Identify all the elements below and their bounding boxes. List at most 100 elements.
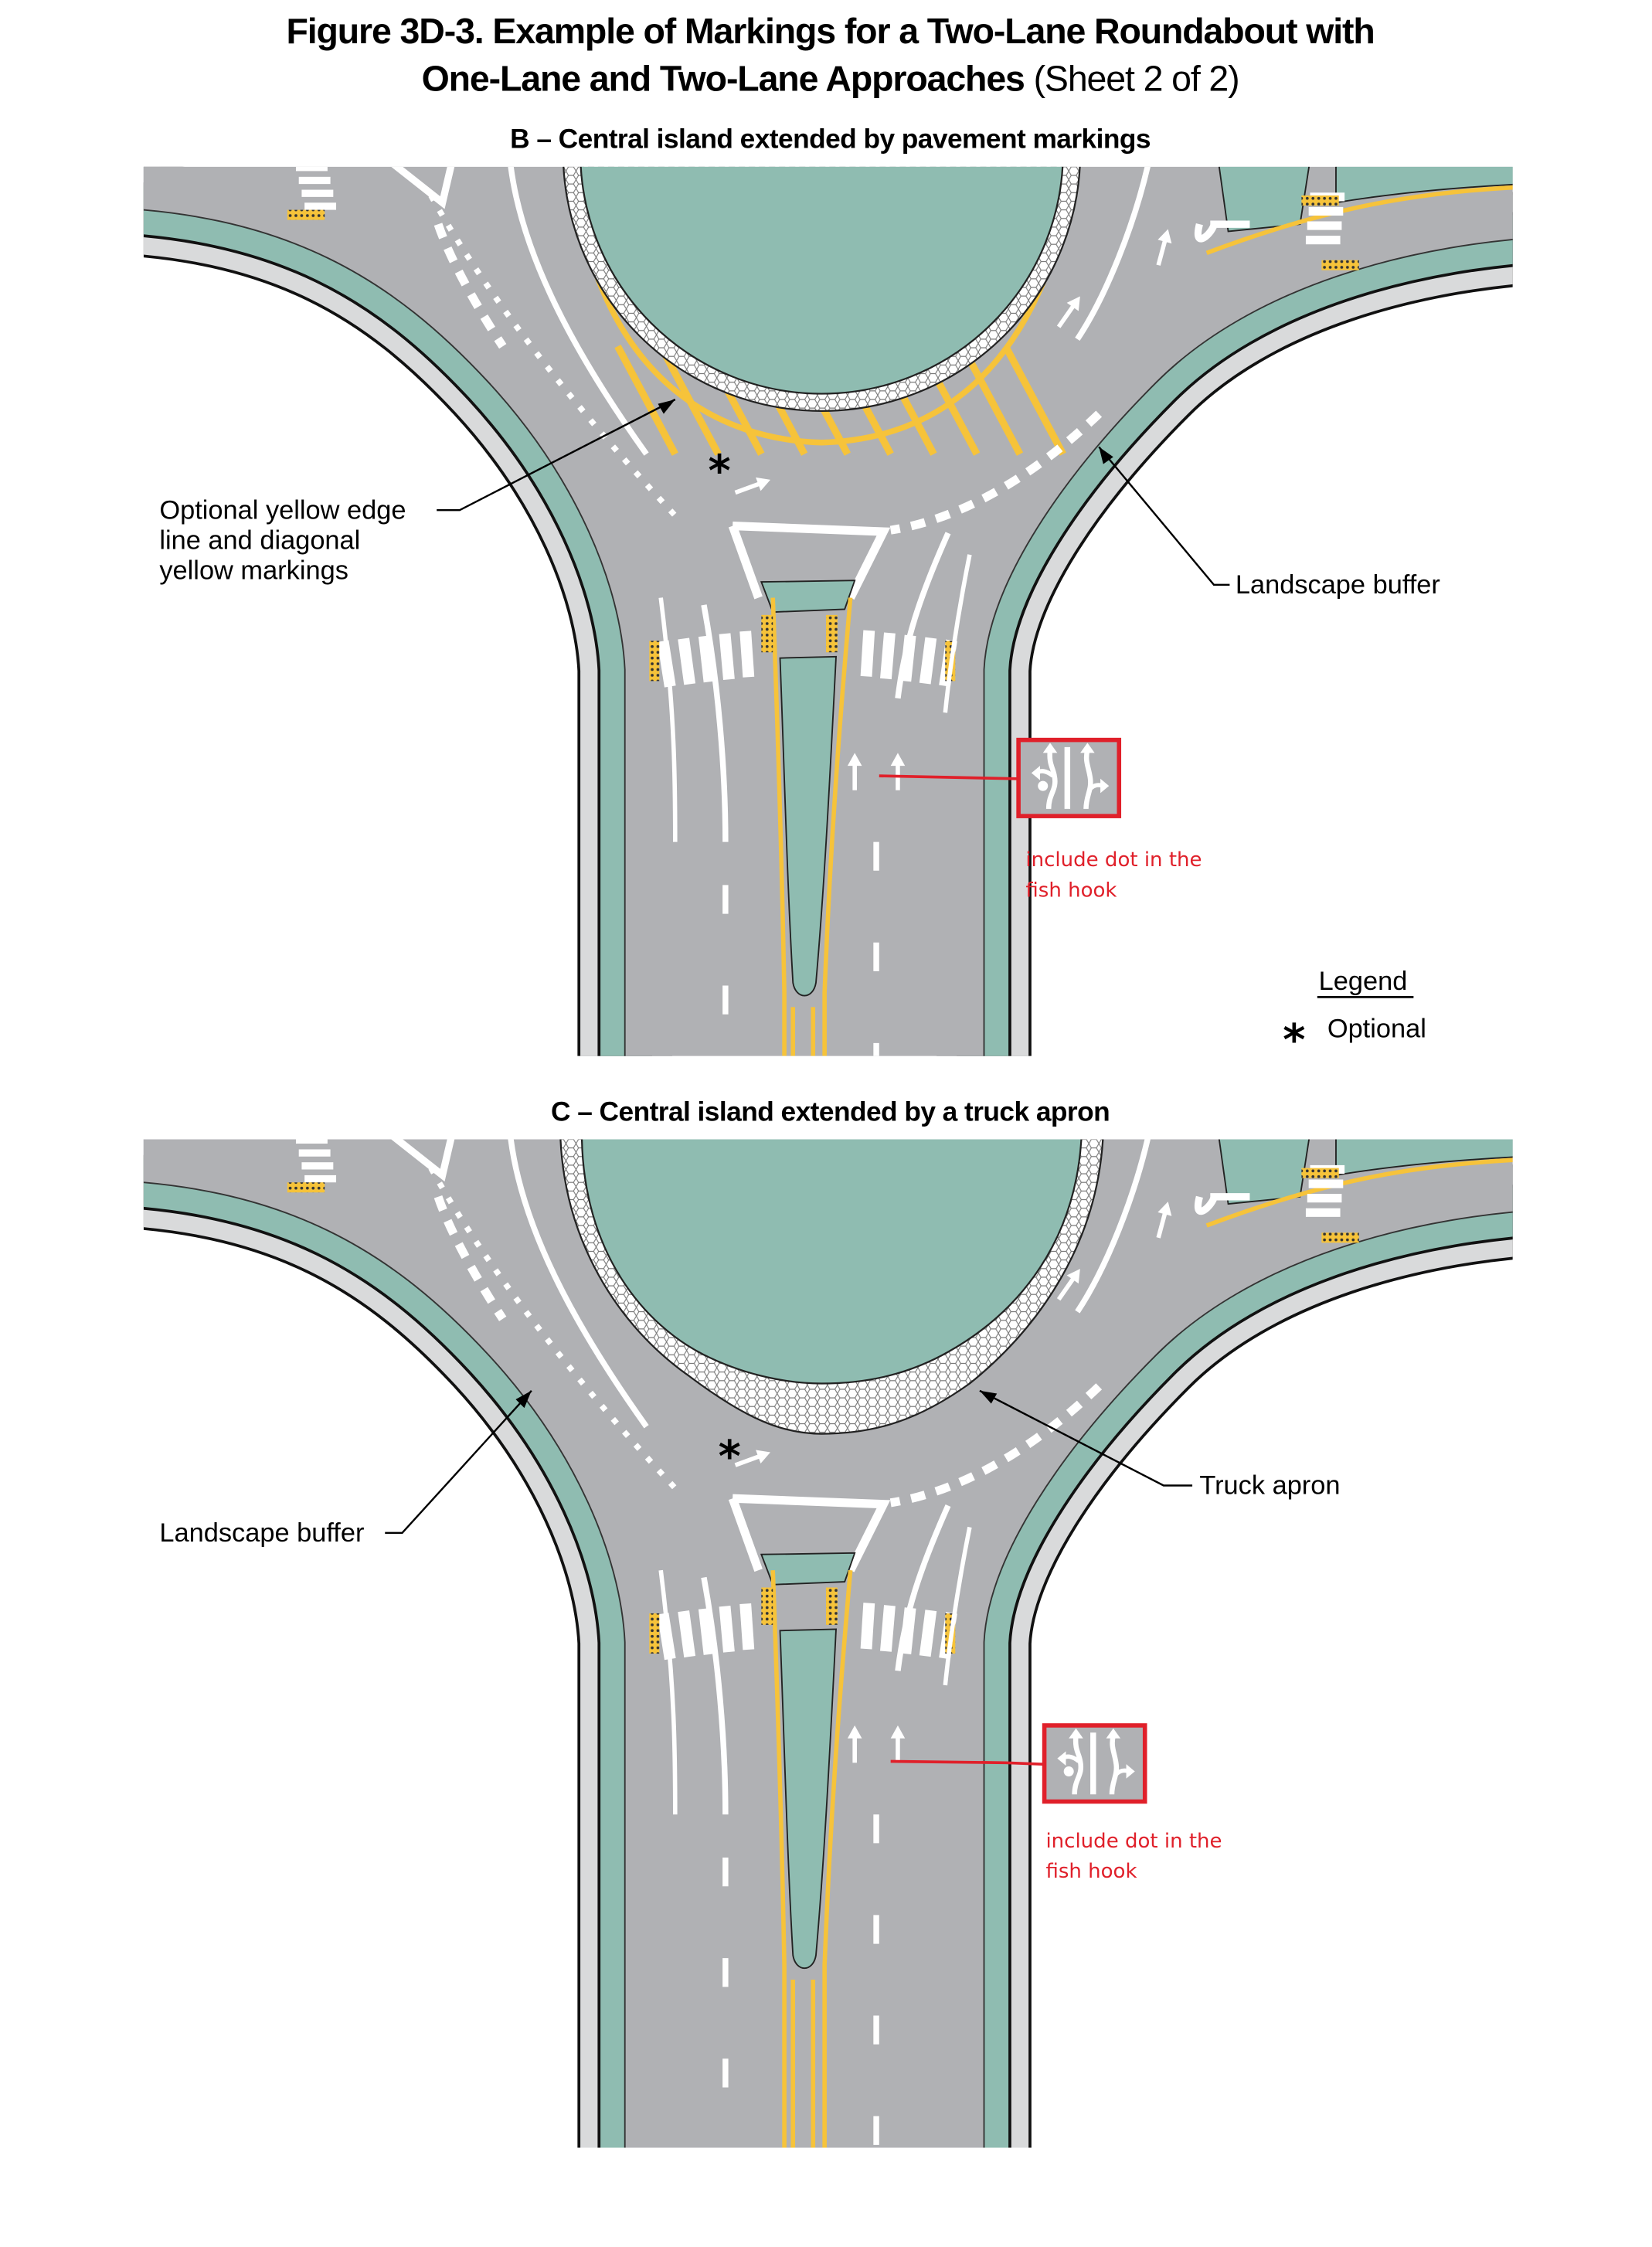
lane-line-north-east — [1075, 1139, 1151, 1314]
arrow-head — [1069, 1728, 1083, 1739]
crosswalk-bar — [919, 637, 937, 685]
crosswalk-bar — [719, 1606, 735, 1653]
yellow-edge-line-right — [822, 597, 853, 1056]
splitter-marking-ne — [1194, 1193, 1250, 1215]
callout-landscape-buffer-c: Landscape buffer — [159, 1518, 364, 1548]
annotation-red-line-b — [879, 774, 1018, 780]
splitter-island-nose — [760, 1552, 856, 1586]
yellow-edge-line-ne — [1205, 1157, 1513, 1228]
crosswalk-bar-ne — [1305, 236, 1341, 245]
arrow-shaft — [1056, 304, 1076, 328]
arrow-shaft — [1156, 1212, 1168, 1239]
yellow-edge-line-ne — [1205, 185, 1513, 255]
figure-title-bold: One-Lane and Two-Lane Approaches — [422, 58, 1025, 98]
detectable-warning-ne — [1301, 1168, 1339, 1178]
crosswalk-bar — [678, 1610, 696, 1658]
arrow-head — [1080, 743, 1095, 753]
arrow-head — [756, 477, 771, 491]
crosswalk-bar-nw — [295, 1139, 328, 1144]
arrow-head — [1100, 778, 1110, 794]
splitter-marking-nw — [391, 166, 455, 209]
through-right-arrow-icon — [890, 1725, 906, 1763]
arrow-head — [890, 1725, 906, 1739]
left-fish-hook-arrow-icon — [847, 1725, 862, 1763]
detectable-warning-nw — [287, 1182, 325, 1193]
splitter-marking-ne — [1194, 220, 1250, 243]
arrow-shaft — [1056, 1276, 1076, 1301]
fish-hook-arrow-sample-b — [1016, 737, 1122, 818]
callout-yellow-line1: Optional yellow edge — [159, 495, 406, 525]
detectable-warning-ne — [1321, 1232, 1359, 1243]
diagonal-yellow-stripe — [959, 345, 1024, 456]
central-island — [580, 166, 1064, 395]
arrow-head — [847, 1725, 862, 1739]
arrow-head — [1031, 766, 1041, 780]
red-note-b-line1: include dot in the — [1025, 848, 1202, 872]
crosswalk-bar-ne — [1307, 1194, 1342, 1203]
callout-yellow-line3: yellow markings — [159, 556, 348, 585]
double-yellow-centerline — [790, 1980, 816, 2148]
panel-c-annotations: Landscape buffer Truck apron * include d… — [159, 1389, 1341, 1883]
arrow-head — [847, 753, 862, 767]
crosswalk-bar-nw — [298, 1149, 331, 1157]
lane-line-south-entry — [895, 532, 951, 699]
panel-b-annotations: Optional yellow edge line and diagonal y… — [159, 398, 1440, 1066]
lane-line-south-exit — [701, 604, 729, 842]
crosswalk-bar-nw — [301, 189, 334, 197]
detectable-warning — [826, 614, 838, 653]
arrow-head — [1057, 1751, 1066, 1766]
leader-line-apron — [979, 1389, 1193, 1487]
crosswalk-bar — [919, 1610, 937, 1657]
red-note-c-line2: fish hook — [1045, 1860, 1137, 1883]
fish-hook-dot — [1038, 780, 1049, 791]
figure-sheet-label: (Sheet 2 of 2) — [1025, 58, 1239, 98]
crosswalk-bar-nw — [304, 202, 337, 210]
road-surface — [143, 166, 1513, 1056]
arrow-head — [1157, 229, 1172, 244]
splitter-island-ne — [1218, 1139, 1310, 1205]
red-note-b-line2: fish hook — [1025, 879, 1117, 902]
splitter-marking-nw — [391, 1139, 455, 1182]
circulating-arrow-icon — [734, 477, 771, 495]
lane-line-north-west — [508, 166, 649, 456]
yellow-edge-line-left — [770, 597, 787, 1056]
through-arrow-icon — [1156, 1202, 1172, 1239]
lane-line — [1064, 746, 1071, 809]
detectable-warning — [649, 641, 660, 682]
panel-c-drawing — [143, 1139, 1513, 2148]
annotation-red-line-c — [890, 1759, 1043, 1766]
arrow-shaft — [734, 481, 760, 495]
fish-hook-dot — [1063, 1766, 1074, 1776]
panel-c-heading: C – Central island extended by a truck a… — [551, 1096, 1110, 1127]
median-ne — [1335, 166, 1513, 204]
detectable-warning-ne — [1301, 195, 1339, 206]
splitter-island-south — [779, 1628, 837, 1969]
leader-line-buffer-b — [1098, 446, 1230, 586]
edge-line-south-east — [943, 554, 972, 713]
splitter-marking-south — [728, 522, 891, 600]
crosswalk-south — [649, 1587, 957, 1661]
arrow-shaft — [734, 1454, 760, 1467]
edge-line-south-west — [658, 1569, 678, 1815]
callout-landscape-buffer-b: Landscape buffer — [1236, 570, 1440, 600]
arrow-shaft — [1156, 240, 1168, 266]
crosswalk-bar — [860, 1603, 875, 1650]
right-through-arrow-icon — [1083, 749, 1093, 809]
median-ne — [1335, 1139, 1513, 1177]
crosswalk-bar-nw — [301, 1162, 334, 1170]
crosswalk-bar-ne — [1305, 1208, 1341, 1217]
circulating-arrow-icon — [734, 1450, 771, 1467]
legend-title: Legend — [1319, 967, 1408, 996]
crosswalk-bar — [678, 637, 696, 685]
leader-arrowhead — [515, 1390, 532, 1409]
crosswalk-bar-ne — [1308, 1179, 1344, 1188]
figure-title-line1: Figure 3D-3. Example of Markings for a T… — [286, 11, 1374, 51]
leader-line-buffer-c — [385, 1389, 532, 1535]
yellow-edge-line-right — [822, 1569, 853, 2148]
right-through-arrow-icon — [1109, 1735, 1120, 1795]
splitter-island-south — [779, 655, 837, 997]
circulating-lane-line-west — [428, 1166, 681, 1494]
lane-line-south-entry — [895, 1504, 951, 1671]
left-fish-hook-arrow-icon — [1072, 1735, 1084, 1795]
